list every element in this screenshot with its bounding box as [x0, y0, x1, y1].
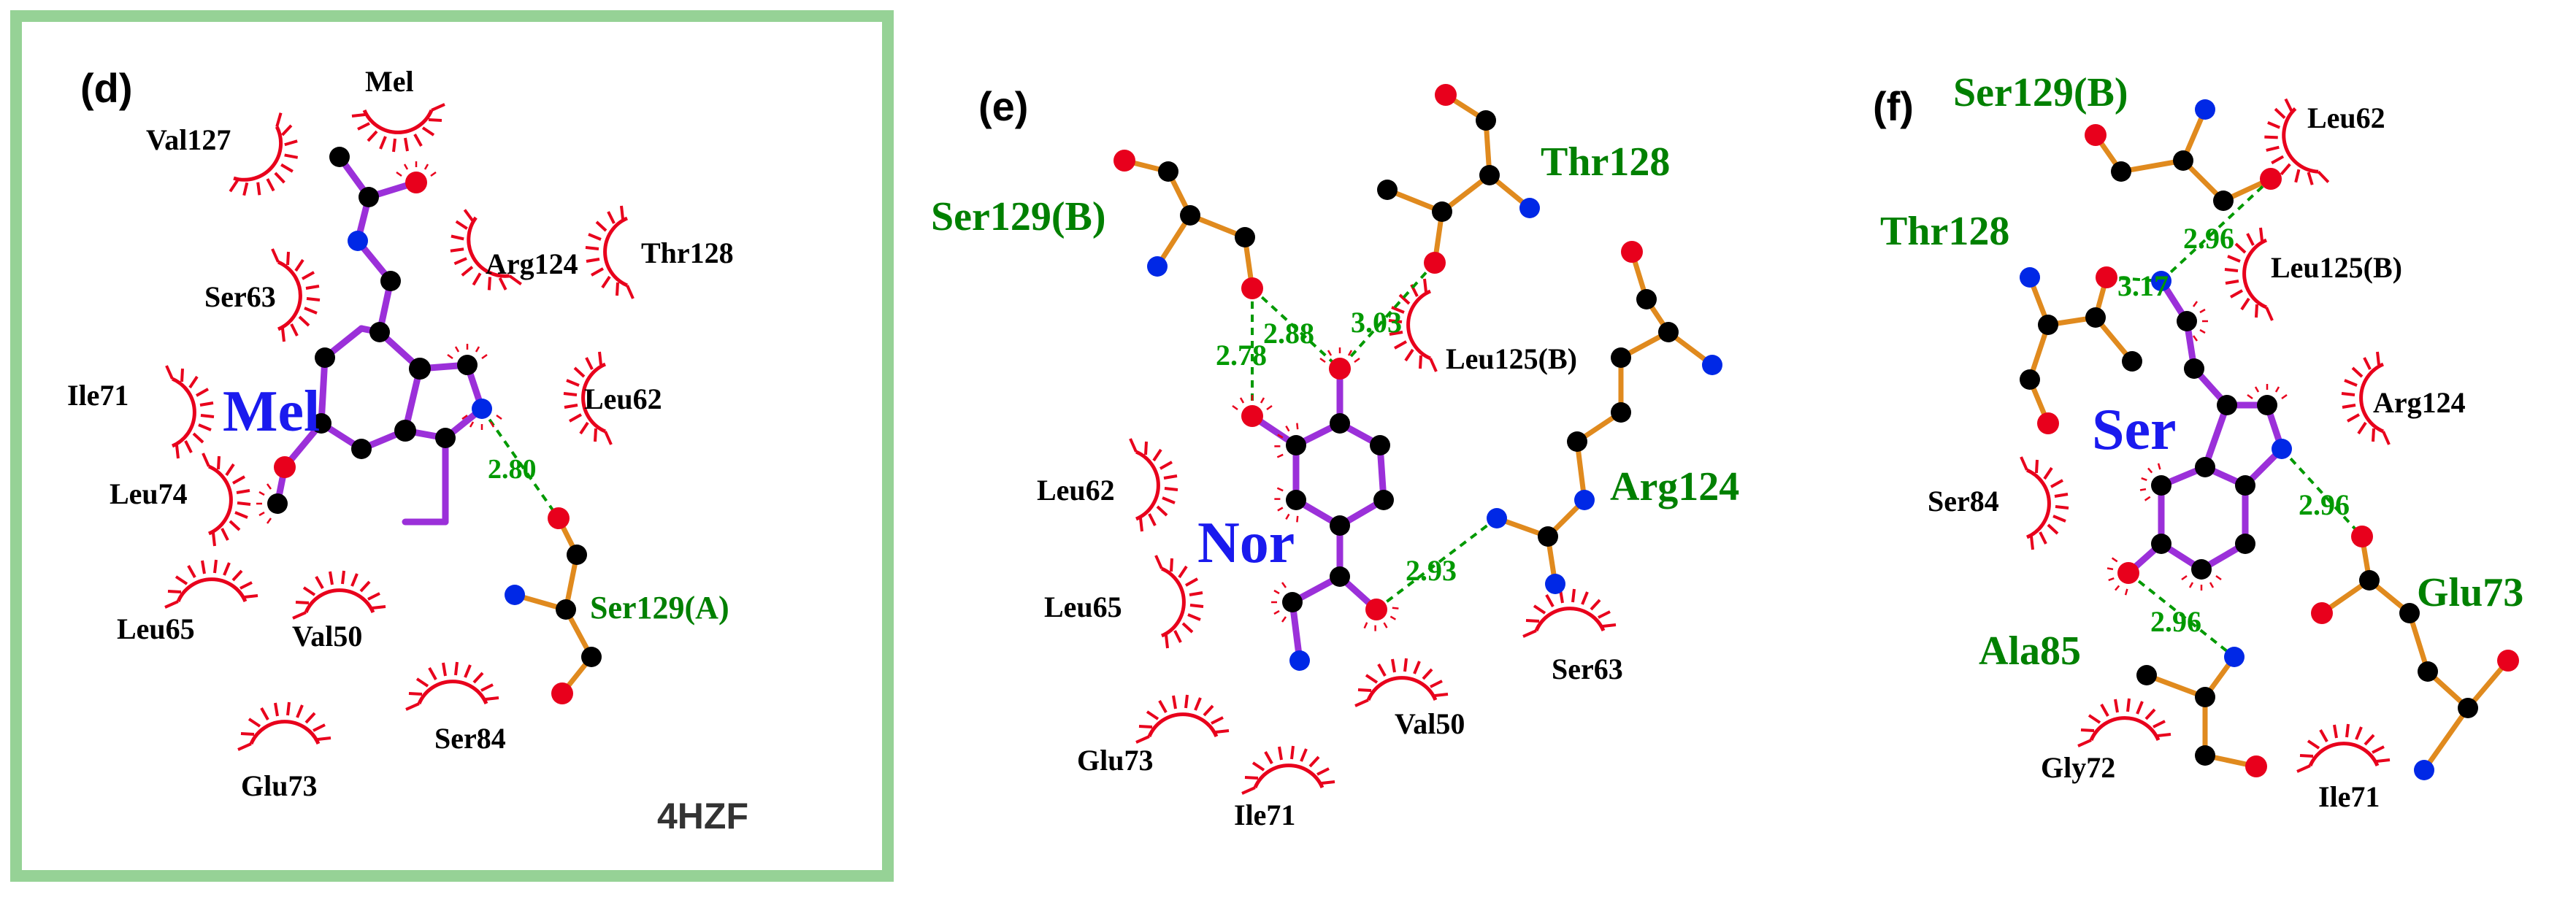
residue-label: Ile71 [67, 379, 129, 412]
hbond-residue-label: Thr128 [1541, 139, 1670, 185]
residue-label: Ser63 [204, 280, 276, 313]
residue-label: Leu125(B) [1446, 342, 1577, 375]
residue-label: Val127 [146, 123, 231, 156]
hydrophobic-arc [238, 702, 331, 750]
residue-label: Glu73 [1077, 744, 1153, 777]
hbond-distance: 2.93 [1406, 554, 1457, 587]
hbond-residue-label: Ser129(A) [590, 590, 729, 626]
panel-label: (f) [1873, 83, 1914, 129]
hydrophobic-arc [1130, 439, 1178, 531]
hydrophobic-arc [165, 560, 258, 607]
hbond-distance: 2.88 [1263, 317, 1314, 350]
residue-label: Leu125(B) [2271, 251, 2402, 284]
hbond-line [480, 407, 560, 520]
hbond-distance: 2.96 [2150, 605, 2201, 638]
hydrophobic-arc [1523, 589, 1616, 636]
hydrophobic-arc [2021, 457, 2069, 550]
ligand-ser-atoms [2117, 271, 2292, 584]
hbond-residue-label: Glu73 [2417, 570, 2523, 615]
ligand-label: Mel [223, 380, 320, 444]
residue-label: Ile71 [2318, 780, 2380, 813]
panel-d: (d) Mel 4HZF 2.80 Ser129(A) Mel Val127 A… [10, 10, 894, 882]
ligand-label: Nor [1197, 511, 1295, 575]
hydrophobic-arc [2297, 724, 2390, 772]
panel-d-frame [10, 10, 894, 882]
hbond-residue-label: Ser129(B) [1953, 70, 2128, 115]
residue-label: Ser84 [1928, 485, 1999, 518]
residue-label: Ser84 [434, 722, 506, 755]
residue-ser129a-atoms [505, 507, 602, 704]
residue-label: Leu65 [117, 612, 195, 645]
hbond-distance: 2.96 [2299, 488, 2350, 521]
panel-f: (f) Ser 3.17 2.96 2.96 2.96 Ser129(B) Th… [1873, 70, 2523, 813]
panel-label: (d) [80, 65, 133, 111]
residue-label: Leu74 [110, 477, 188, 510]
residue-label: Val50 [1395, 707, 1465, 740]
hbond-lines [1251, 261, 1498, 611]
residue-label: Thr128 [641, 236, 734, 269]
hbond-distance: 3.17 [2117, 269, 2169, 302]
residue-atoms [1113, 84, 1722, 594]
hydrophobic-arc [293, 571, 386, 618]
ligand-mel-atoms [267, 147, 492, 514]
hbond-residue-label: Ala85 [1979, 628, 2081, 674]
residue-label: Leu62 [584, 382, 662, 415]
residue-ser129a-bonds [512, 515, 594, 696]
hbond-residue-label: Arg124 [1610, 464, 1739, 509]
hbond-distance: 2.96 [2183, 222, 2234, 255]
hydrophobic-arc [221, 113, 317, 215]
hydrophobic-arc [1136, 695, 1229, 742]
residue-label: Val50 [292, 620, 362, 653]
residue-label: Glu73 [241, 769, 317, 802]
ligand-nor-atoms [1241, 358, 1394, 671]
hydrophobic-arc [272, 249, 320, 342]
hydrophobic-arc [406, 662, 499, 709]
hbond-residue-label: Ser129(B) [931, 194, 1106, 239]
hbond-distance: 3.03 [1351, 306, 1402, 339]
hydrophobic-arc [1355, 658, 1448, 706]
hydrophobic-arc [166, 366, 214, 458]
residue-label: Leu62 [1037, 474, 1115, 507]
hydrophobic-arc [2078, 699, 2171, 746]
hbond-distance: 2.78 [1216, 339, 1267, 372]
residue-label: Mel [365, 65, 414, 98]
residue-label: Leu65 [1044, 591, 1122, 623]
residue-label: Arg124 [486, 247, 578, 280]
panel-e: (e) Nor 2.88 3.03 2.78 2.93 Ser129(B) Th… [931, 83, 1739, 831]
pdb-code: 4HZF [657, 796, 748, 836]
hydrophobic-arc [1156, 555, 1203, 648]
hbond-residue-label: Thr128 [1880, 209, 2009, 254]
residue-atoms [2020, 99, 2519, 780]
hbond-distance: 2.80 [488, 454, 537, 485]
hydrophobic-arc [1242, 746, 1335, 793]
hydrophobic-arc [203, 453, 250, 546]
hydrophobic-arc [586, 206, 633, 299]
residue-label: Gly72 [2041, 751, 2115, 784]
residue-label: Ser63 [1552, 653, 1623, 685]
panel-label: (e) [978, 83, 1028, 129]
ligand-label: Ser [2092, 398, 2177, 462]
hydrophobic-arc [352, 104, 445, 152]
residue-label: Ile71 [1234, 799, 1295, 831]
residue-label: Leu62 [2307, 101, 2385, 134]
residue-label: Arg124 [2373, 386, 2466, 419]
